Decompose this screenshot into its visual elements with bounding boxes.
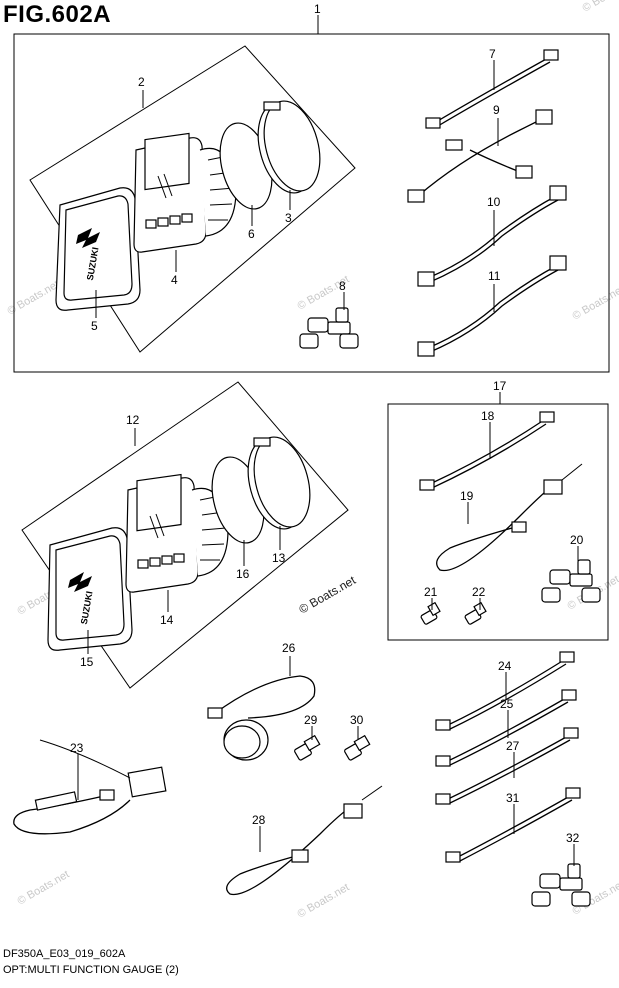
callout-23: 23 — [70, 741, 84, 755]
callout-2: 2 — [138, 75, 145, 89]
cable-10 — [417, 185, 567, 287]
group-box-1 — [13, 33, 610, 373]
callout-24: 24 — [498, 659, 512, 673]
cable-25 — [435, 689, 577, 767]
callout-20: 20 — [570, 533, 584, 547]
figure-title: FIG.602A — [3, 1, 112, 28]
cable-7 — [425, 49, 559, 129]
cable-27 — [435, 727, 579, 805]
callout-18: 18 — [481, 409, 495, 423]
terminator-29 — [294, 734, 321, 761]
cable-24 — [435, 651, 575, 731]
cable-19 — [436, 463, 583, 572]
callout-27: 27 — [506, 739, 520, 753]
callout-11: 11 — [488, 269, 501, 283]
locking-ring-13 — [247, 436, 311, 530]
callout-22: 22 — [472, 585, 486, 599]
callout-13: 13 — [272, 551, 286, 565]
callout-28: 28 — [252, 813, 266, 827]
cable-9 — [407, 109, 553, 203]
terminator-21 — [420, 601, 441, 625]
diagram-code: DF350A_E03_019_602A — [3, 948, 126, 960]
callout-29: 29 — [304, 713, 318, 727]
callout-9: 9 — [493, 103, 500, 117]
watermark-brand: © Boats.net — [297, 573, 359, 617]
callout-19: 19 — [460, 489, 474, 503]
callout-25: 25 — [500, 697, 514, 711]
tee-connector-32 — [531, 863, 591, 907]
watermark-faint: © Boats.net — [16, 868, 72, 907]
watermark-faint: © Boats.net — [296, 881, 352, 920]
tee-connector-20 — [541, 559, 601, 603]
diagram-description: OPT:MULTI FUNCTION GAUGE (2) — [3, 964, 179, 976]
callout-14: 14 — [160, 613, 174, 627]
callout-17: 17 — [493, 379, 507, 393]
gauge-body-4 — [133, 132, 237, 253]
gauge-bezel-15: SUZUKI — [47, 527, 133, 651]
cable-28 — [226, 785, 383, 896]
gauge-body-14 — [125, 473, 229, 593]
group-box-17 — [387, 403, 609, 641]
cable-11 — [417, 255, 567, 357]
watermark-faint: © Boats.net — [571, 283, 619, 322]
callout-8: 8 — [339, 279, 346, 293]
callout-31: 31 — [506, 791, 520, 805]
terminator-22 — [464, 601, 487, 625]
callout-10: 10 — [487, 195, 501, 209]
callout-6: 6 — [248, 227, 255, 241]
watermark-faint: © Boats.net — [581, 0, 619, 15]
sensor-26 — [207, 675, 316, 761]
tee-connector-8 — [299, 307, 359, 349]
locking-ring-3 — [257, 100, 321, 194]
cable-18 — [419, 411, 555, 491]
callout-12: 12 — [126, 413, 140, 427]
terminator-30 — [344, 734, 371, 761]
callout-3: 3 — [285, 211, 292, 225]
callout-15: 15 — [80, 655, 94, 669]
gauge-bezel-5: SUZUKI — [55, 187, 141, 311]
callout-7: 7 — [489, 47, 496, 61]
callout-16: 16 — [236, 567, 250, 581]
callout-30: 30 — [350, 713, 364, 727]
callout-32: 32 — [566, 831, 580, 845]
callout-1: 1 — [314, 2, 321, 16]
callout-21: 21 — [424, 585, 438, 599]
callout-5: 5 — [91, 319, 98, 333]
cable-23 — [13, 739, 167, 835]
callout-26: 26 — [282, 641, 296, 655]
callout-4: 4 — [171, 273, 178, 287]
